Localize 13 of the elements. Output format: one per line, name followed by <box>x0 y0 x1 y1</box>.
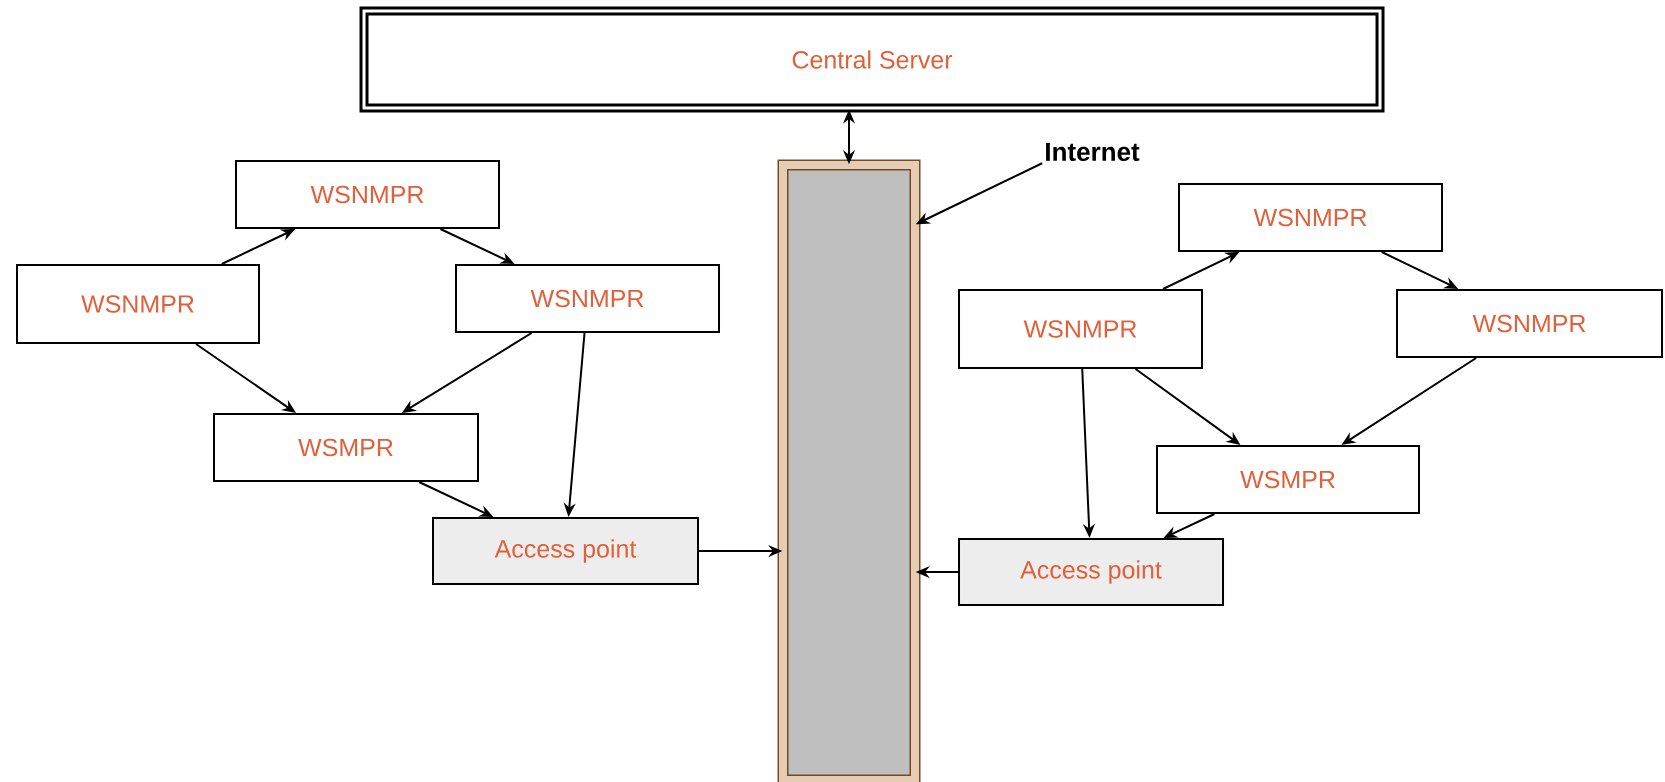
router-box: WSNMPR <box>16 264 260 344</box>
router-box: WSMPR <box>1156 445 1420 514</box>
router-box: WSNMPR <box>455 264 720 333</box>
access-point-box: Access point <box>958 538 1224 606</box>
router-box: WSNMPR <box>235 160 500 229</box>
router-box: WSNMPR <box>1396 289 1663 358</box>
network-bar <box>777 159 921 782</box>
router-box: WSMPR <box>213 413 479 482</box>
server-box: Central Server <box>359 6 1385 113</box>
router-box: WSNMPR <box>1178 183 1443 252</box>
router-box: WSNMPR <box>958 289 1203 369</box>
access-point-box: Access point <box>432 517 699 585</box>
internet-label: Internet <box>1046 142 1140 162</box>
